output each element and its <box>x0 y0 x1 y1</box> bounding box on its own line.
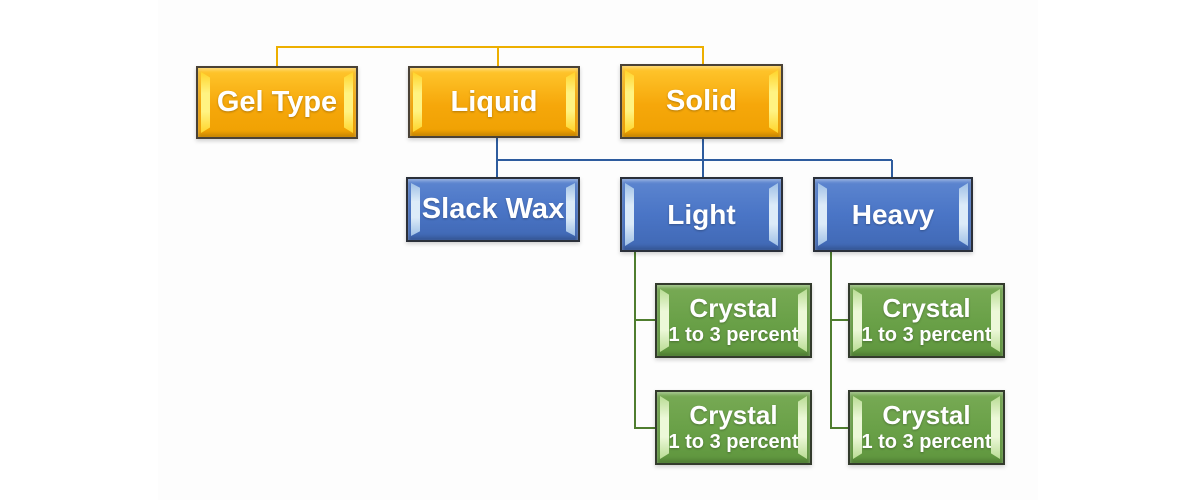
node-label: Gel Type <box>216 86 338 119</box>
node-liquid: Liquid <box>408 66 580 138</box>
node-sublabel: 1 to 3 percent <box>668 323 799 346</box>
node-crystal-heavy-top: Crystal 1 to 3 percent <box>848 283 1005 358</box>
node-solid: Solid <box>620 64 783 139</box>
node-light: Light <box>620 177 783 252</box>
node-sublabel: 1 to 3 percent <box>861 323 992 346</box>
connector-mid-level <box>496 138 893 177</box>
node-label: Slack Wax <box>421 193 565 226</box>
node-label: Crystal <box>882 400 971 431</box>
node-sublabel: 1 to 3 percent <box>668 430 799 453</box>
node-label: Liquid <box>450 85 538 118</box>
node-crystal-heavy-bottom: Crystal 1 to 3 percent <box>848 390 1005 465</box>
node-sublabel: 1 to 3 percent <box>861 430 992 453</box>
node-label: Heavy <box>851 198 935 230</box>
node-slack-wax: Slack Wax <box>406 177 580 242</box>
node-label: Solid <box>666 85 737 118</box>
node-heavy: Heavy <box>813 177 973 252</box>
connector-bottom-level-light <box>634 252 655 429</box>
node-label: Crystal <box>689 293 778 324</box>
node-label: Crystal <box>882 293 971 324</box>
node-gel-type: Gel Type <box>196 66 358 139</box>
node-crystal-light-top: Crystal 1 to 3 percent <box>655 283 812 358</box>
connector-bottom-level-heavy <box>830 252 848 429</box>
connector-top-level <box>276 46 704 66</box>
node-label: Crystal <box>689 400 778 431</box>
node-label: Light <box>667 198 736 230</box>
node-crystal-light-bottom: Crystal 1 to 3 percent <box>655 390 812 465</box>
